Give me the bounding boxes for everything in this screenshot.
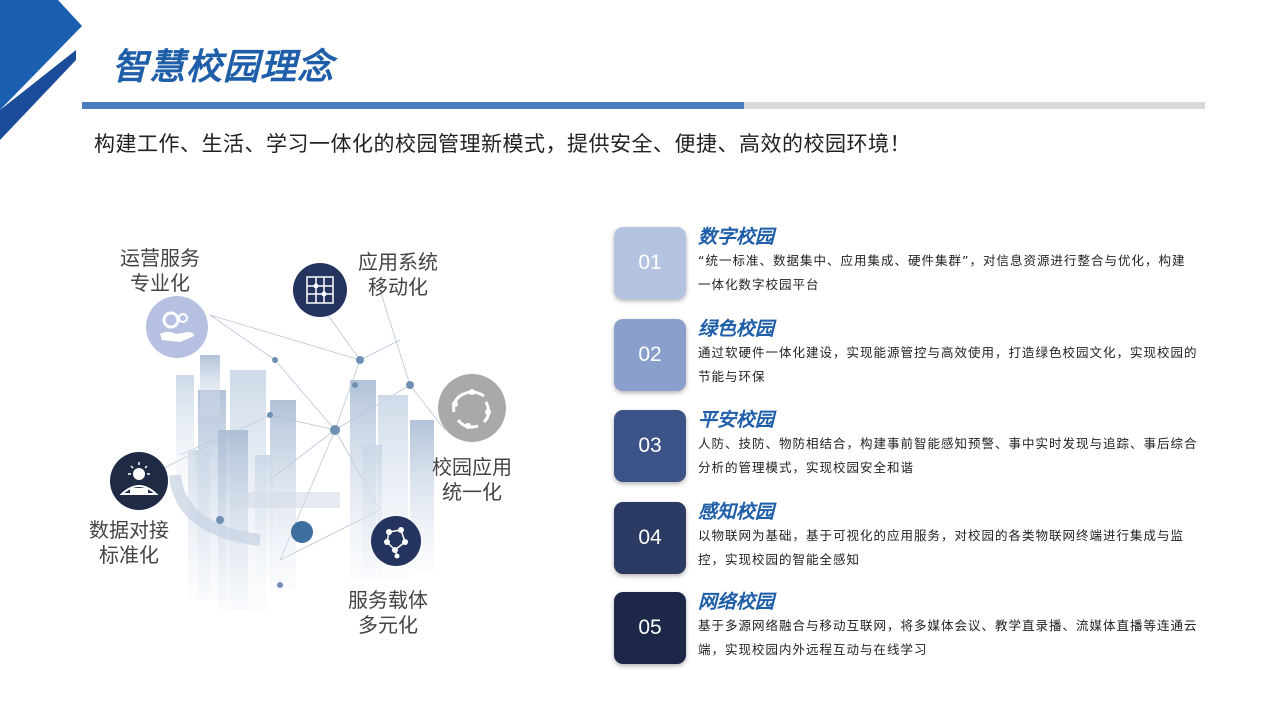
item-description: “统一标准、数据集中、应用集成、硬件集群”，对信息资源进行整合与优化，构建一体化… [698, 253, 1186, 292]
number-badge: 03 [614, 410, 686, 482]
campus-building-icon [110, 452, 168, 510]
concept-item-safe: 03 平安校园 人防、技防、物防相结合，构建事前智能感知预警、事中实时发现与追踪… [614, 409, 1234, 482]
page-title: 智慧校园理念 [112, 46, 335, 88]
number-badge: 02 [614, 319, 686, 391]
label-operations: 运营服务 专业化 [120, 246, 200, 295]
item-title: 绿色校园 [698, 318, 775, 340]
grid-network-icon [293, 263, 347, 317]
concept-item-green: 02 绿色校园 通过软硬件一体化建设，实现能源管控与高效使用，打造绿色校园文化，… [614, 318, 1234, 391]
concept-item-sensing: 04 感知校园 以物联网为基础，基于可视化的应用服务，对校园的各类物联网终端进行… [614, 501, 1234, 574]
item-title: 感知校园 [698, 501, 775, 523]
number-badge: 04 [614, 502, 686, 574]
concept-diagram: 运营服务 专业化 应用系统 移动化 校园应用 统一化 数据对接 标准化 服务载体… [80, 230, 540, 650]
label-unified: 校园应用 统一化 [432, 455, 512, 504]
item-description: 以物联网为基础，基于可视化的应用服务，对校园的各类物联网终端进行集成与监控，实现… [698, 528, 1185, 567]
title-underline-accent [82, 102, 744, 109]
label-mobile: 应用系统 移动化 [358, 250, 438, 299]
page-subtitle: 构建工作、生活、学习一体化的校园管理新模式，提供安全、便捷、高效的校园环境！ [94, 132, 911, 156]
corner-decoration [0, 0, 82, 140]
item-description: 人防、技防、物防相结合，构建事前智能感知预警、事中实时发现与追踪、事后综合分析的… [698, 436, 1198, 475]
number-badge: 05 [614, 592, 686, 664]
concept-item-network: 05 网络校园 基于多源网络融合与移动互联网，将多媒体会议、教学直录播、流媒体直… [614, 591, 1234, 664]
item-title: 网络校园 [698, 591, 775, 613]
people-circle-icon [438, 374, 506, 442]
gear-hand-icon [146, 296, 208, 358]
item-description: 基于多源网络融合与移动互联网，将多媒体会议、教学直录播、流媒体直播等连通云端，实… [698, 618, 1198, 657]
molecule-network-icon [371, 516, 421, 566]
concept-item-digital: 01 数字校园 “统一标准、数据集中、应用集成、硬件集群”，对信息资源进行整合与… [614, 226, 1234, 299]
label-diverse: 服务载体 多元化 [348, 588, 428, 637]
item-title: 数字校园 [698, 226, 775, 248]
item-description: 通过软硬件一体化建设，实现能源管控与高效使用，打造绿色校园文化，实现校园的节能与… [698, 345, 1198, 384]
item-title: 平安校园 [698, 409, 775, 431]
label-standard: 数据对接 标准化 [89, 518, 169, 567]
number-badge: 01 [614, 227, 686, 299]
